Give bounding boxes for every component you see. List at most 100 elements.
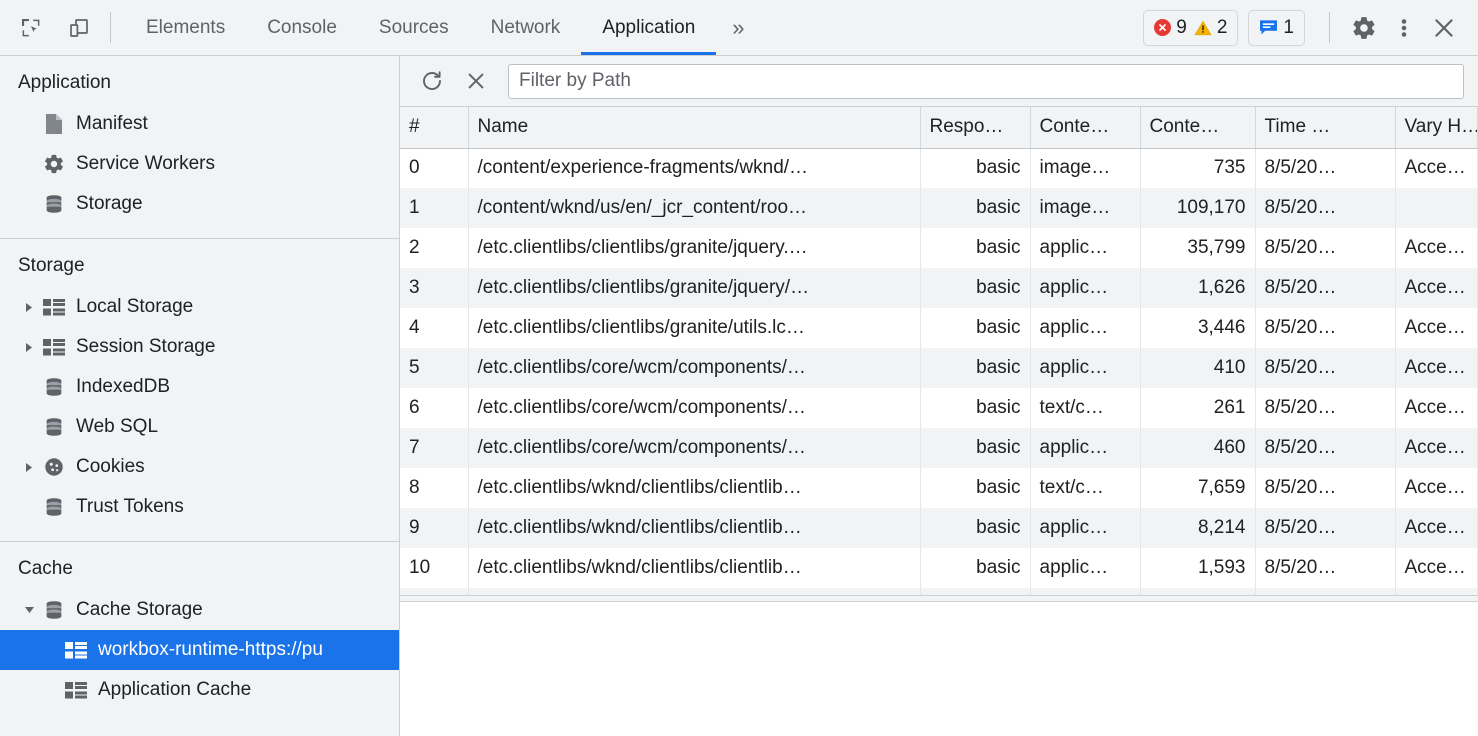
refresh-button[interactable] <box>414 63 450 99</box>
column-header-content-length[interactable]: Conte… <box>1140 107 1255 148</box>
tab-elements[interactable]: Elements <box>125 0 246 55</box>
table-row[interactable]: 9/etc.clientlibs/wknd/clientlibs/clientl… <box>400 508 1478 548</box>
storage-database-glyph <box>43 193 65 215</box>
tab-application[interactable]: Application <box>581 0 716 55</box>
cell-index: 7 <box>400 428 468 468</box>
table-row[interactable]: 4/etc.clientlibs/clientlibs/granite/util… <box>400 308 1478 348</box>
table-row[interactable]: 1/content/wknd/us/en/_jcr_content/roo…ba… <box>400 188 1478 228</box>
database-icon <box>40 376 68 398</box>
cell-content-type: text/c… <box>1030 468 1140 508</box>
application-sidebar[interactable]: Application Manifest <box>0 56 400 736</box>
table-icon <box>62 682 90 699</box>
chevron-right-glyph <box>24 342 34 353</box>
table-row[interactable]: 7/etc.clientlibs/core/wcm/components/…ba… <box>400 428 1478 468</box>
tab-console-label: Console <box>267 17 337 39</box>
cell-vary-header <box>1395 188 1478 228</box>
table-row[interactable]: 3/etc.clientlibs/clientlibs/granite/jque… <box>400 268 1478 308</box>
cell-name: /etc.clientlibs/wknd/clientlibs/clientli… <box>468 508 920 548</box>
table-row[interactable]: 11/etc.clientlibs/wknd/clientlibs/client… <box>400 588 1478 595</box>
sidebar-item-cache-storage[interactable]: Cache Storage <box>0 590 399 630</box>
settings-button[interactable] <box>1344 8 1384 48</box>
table-row[interactable]: 6/etc.clientlibs/core/wcm/components/…ba… <box>400 388 1478 428</box>
sidebar-item-service-workers[interactable]: Service Workers <box>0 144 399 184</box>
column-header-response-type[interactable]: Respo… <box>920 107 1030 148</box>
sidebar-item-application-cache[interactable]: Application Cache <box>0 670 399 710</box>
column-header-vary-header[interactable]: Vary H… <box>1395 107 1478 148</box>
cell-name: /etc.clientlibs/clientlibs/granite/jquer… <box>468 268 920 308</box>
cell-content-length: 1,593 <box>1140 548 1255 588</box>
sidebar-item-workbox-runtime-cache[interactable]: workbox-runtime-https://pu <box>0 630 399 670</box>
table-row[interactable]: 2/etc.clientlibs/clientlibs/granite/jque… <box>400 228 1478 268</box>
more-options-button[interactable] <box>1384 8 1424 48</box>
chevron-right-icon[interactable] <box>18 342 40 353</box>
filter-by-path-input[interactable] <box>508 64 1464 99</box>
sidebar-item-manifest[interactable]: Manifest <box>0 104 399 144</box>
cell-response-type: basic <box>920 428 1030 468</box>
sidebar-section-cache: Cache <box>0 542 399 724</box>
sidebar-item-session-storage[interactable]: Session Storage <box>0 327 399 367</box>
cell-content-length: 1,626 <box>1140 268 1255 308</box>
sidebar-item-cookies[interactable]: Cookies <box>0 447 399 487</box>
cell-vary-header: Accep… <box>1395 268 1478 308</box>
cell-response-type: basic <box>920 268 1030 308</box>
cell-content-length: 3,446 <box>1140 308 1255 348</box>
cell-time-cached: 8/5/20… <box>1255 388 1395 428</box>
cell-response-type: basic <box>920 148 1030 188</box>
table-body: 0/content/experience-fragments/wknd/…bas… <box>400 148 1478 595</box>
tabbar-divider <box>110 12 111 43</box>
cell-time-cached: 8/5/20… <box>1255 228 1395 268</box>
table-row[interactable]: 8/etc.clientlibs/wknd/clientlibs/clientl… <box>400 468 1478 508</box>
cell-index: 2 <box>400 228 468 268</box>
tab-network[interactable]: Network <box>470 0 582 55</box>
column-header-name[interactable]: Name <box>468 107 920 148</box>
column-header-index[interactable]: # <box>400 107 468 148</box>
sidebar-item-web-sql[interactable]: Web SQL <box>0 407 399 447</box>
table-row[interactable]: 5/etc.clientlibs/core/wcm/components/…ba… <box>400 348 1478 388</box>
chevron-right-icon[interactable] <box>18 462 40 473</box>
cell-time-cached: 8/5/20… <box>1255 268 1395 308</box>
more-tabs-button[interactable]: » <box>716 0 760 55</box>
cache-entries-table-wrap[interactable]: # Name Respo… Conte… Conte… Time … Vary … <box>400 107 1478 595</box>
tab-sources[interactable]: Sources <box>358 0 470 55</box>
cache-storage-database-glyph <box>43 599 65 621</box>
tabbar-right-icons: 9 2 1 <box>1143 0 1478 55</box>
cell-time-cached: 8/5/20… <box>1255 148 1395 188</box>
cell-name: /etc.clientlibs/core/wcm/components/… <box>468 388 920 428</box>
device-toolbar-icon[interactable] <box>62 11 96 45</box>
cookie-icon <box>40 456 68 478</box>
message-badge[interactable]: 1 <box>1259 17 1294 39</box>
workbox-cache-table-glyph <box>65 642 87 659</box>
table-row[interactable]: 10/etc.clientlibs/wknd/clientlibs/client… <box>400 548 1478 588</box>
cell-name: /content/wknd/us/en/_jcr_content/roo… <box>468 188 920 228</box>
sidebar-item-local-storage[interactable]: Local Storage <box>0 287 399 327</box>
chevron-down-icon[interactable] <box>18 605 40 615</box>
cell-name: /content/experience-fragments/wknd/… <box>468 148 920 188</box>
panel-splitter[interactable] <box>400 595 1478 602</box>
cell-index: 11 <box>400 588 468 595</box>
sidebar-item-service-workers-label: Service Workers <box>76 153 215 175</box>
inspect-element-icon[interactable] <box>14 11 48 45</box>
inspect-element-icon-glyph <box>19 16 43 40</box>
table-row[interactable]: 0/content/experience-fragments/wknd/…bas… <box>400 148 1478 188</box>
tabbar-divider-right <box>1329 12 1330 43</box>
cell-content-type: applic… <box>1030 428 1140 468</box>
messages-counter-group[interactable]: 1 <box>1248 10 1305 46</box>
sidebar-item-indexeddb[interactable]: IndexedDB <box>0 367 399 407</box>
database-icon <box>40 193 68 215</box>
indexeddb-database-glyph <box>43 376 65 398</box>
sidebar-item-storage[interactable]: Storage <box>0 184 399 224</box>
column-header-content-type[interactable]: Conte… <box>1030 107 1140 148</box>
column-header-time-cached[interactable]: Time … <box>1255 107 1395 148</box>
tab-console[interactable]: Console <box>246 0 358 55</box>
chevron-right-icon[interactable] <box>18 302 40 313</box>
sidebar-item-trust-tokens[interactable]: Trust Tokens <box>0 487 399 527</box>
cell-time-cached: 8/5/20… <box>1255 548 1395 588</box>
delete-selected-button[interactable] <box>458 63 494 99</box>
error-badge[interactable]: 9 <box>1154 17 1187 39</box>
cell-content-length: 410 <box>1140 348 1255 388</box>
cell-time-cached: 8/5/20… <box>1255 468 1395 508</box>
close-devtools-button[interactable] <box>1424 8 1464 48</box>
issues-counter-group[interactable]: 9 2 <box>1143 10 1238 46</box>
warning-badge[interactable]: 2 <box>1194 17 1228 39</box>
cell-content-type: applic… <box>1030 228 1140 268</box>
